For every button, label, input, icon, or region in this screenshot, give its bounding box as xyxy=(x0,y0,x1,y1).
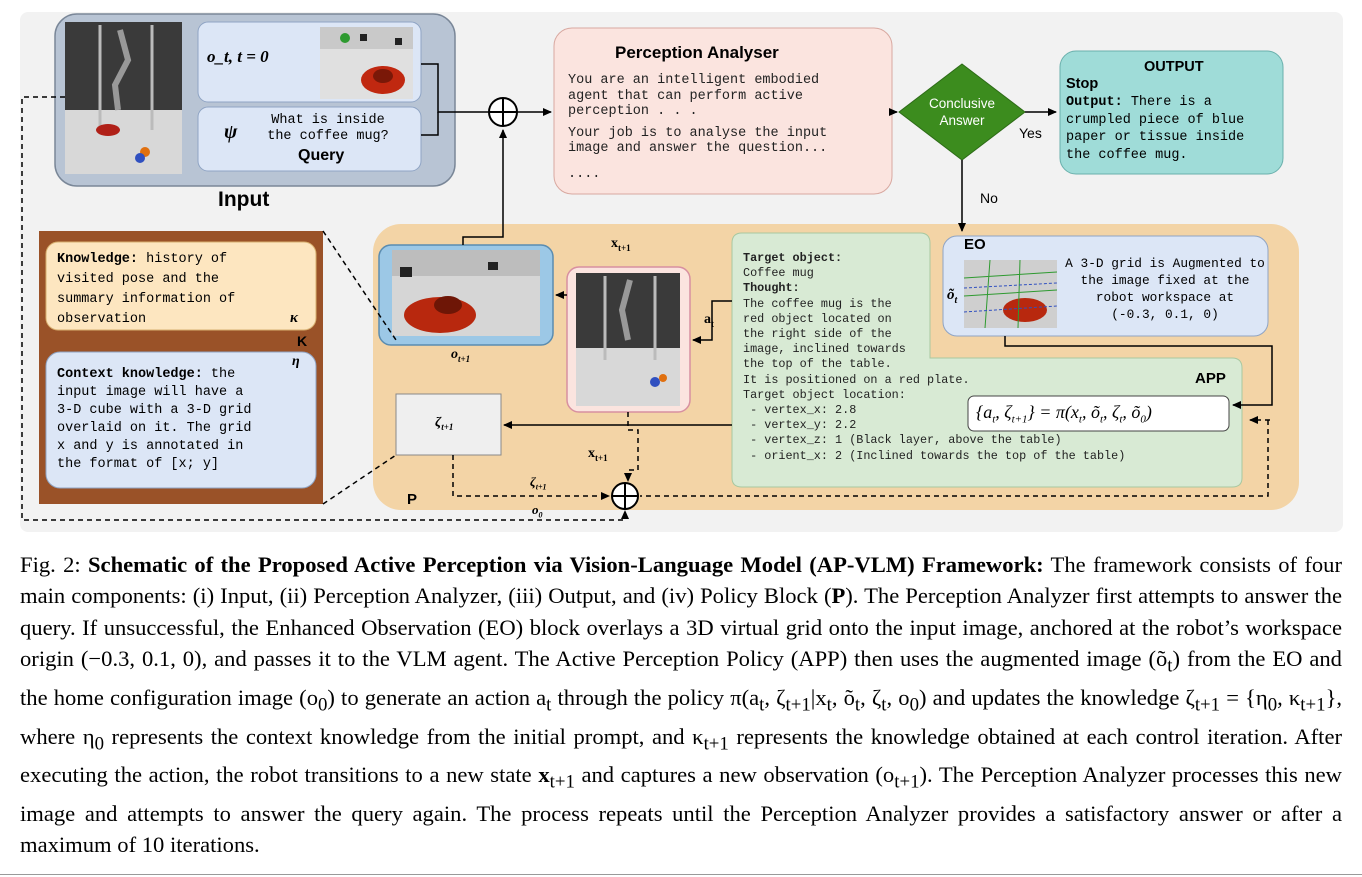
next-observation-symbol: ot+1 xyxy=(451,347,471,364)
query-text: What is inside the coffee mug? xyxy=(267,113,389,144)
no-label: No xyxy=(980,190,998,206)
perception-analyser-prompt: You are an intelligent embodied agent th… xyxy=(568,73,828,182)
app-reasoning: Target object: Coffee mug Thought: The c… xyxy=(743,251,1126,463)
yes-label: Yes xyxy=(1019,125,1042,141)
policy-equation: {at, ζt+1} = π(xt, õt, ζt, õ0) xyxy=(976,402,1152,426)
psi-symbol: ψ xyxy=(224,121,238,143)
perception-analyser-title: Perception Analyser xyxy=(615,43,779,62)
kappa-symbol: κ xyxy=(290,310,298,326)
zeta-box-symbol: ζt+1 xyxy=(435,415,454,432)
zeta-box xyxy=(395,393,502,456)
observation-image xyxy=(320,27,413,99)
knowledge-box xyxy=(45,241,317,331)
o-zero-symbol: o0 xyxy=(532,502,543,520)
eta-symbol: η xyxy=(292,354,300,369)
figure-caption: Fig. 2: Schematic of the Proposed Active… xyxy=(20,552,1343,858)
output-title: OUTPUT xyxy=(1144,59,1204,75)
action-symbol: at xyxy=(704,312,714,329)
policy-equation-box xyxy=(967,395,1230,432)
augmented-obs-symbol: õt xyxy=(947,287,958,306)
conclusive-answer-label: Conclusive Answer xyxy=(928,96,996,128)
output-stop-label: Stop xyxy=(1066,76,1099,92)
eo-description: A 3-D grid is Augmented to the image fix… xyxy=(1065,256,1265,322)
output-box xyxy=(1059,50,1284,175)
query-label: Query xyxy=(298,147,345,164)
policy-label: P xyxy=(407,491,418,508)
context-knowledge-box xyxy=(45,351,317,489)
observation-label: o_t, t = 0 xyxy=(207,47,269,66)
concat-node-bottom xyxy=(611,482,639,510)
bottom-rule xyxy=(0,874,1362,875)
zeta-arrow-symbol: ζt+1 xyxy=(530,474,547,492)
x-next-mid-symbol: xt+1 xyxy=(588,446,608,463)
eo-label: EO xyxy=(964,236,986,253)
diagram-dashed-arrows xyxy=(21,96,1270,521)
output-answer: Output: There is a crumpled piece of blu… xyxy=(1066,95,1245,163)
knowledge-text: Knowledge: history of visited pose and t… xyxy=(57,252,236,327)
query-box xyxy=(197,106,422,172)
context-knowledge-text: Context knowledge: the input image will … xyxy=(57,367,252,472)
diagram-arrows xyxy=(421,63,1273,429)
augmented-image xyxy=(963,259,1058,329)
robot-image-input xyxy=(65,22,182,174)
x-next-top-symbol: xt+1 xyxy=(611,236,631,253)
input-label: Input xyxy=(218,188,270,211)
figure-diagram xyxy=(21,13,1299,521)
next-observation-image xyxy=(392,250,540,336)
k-label: K xyxy=(297,333,308,349)
robot-state-image xyxy=(576,273,680,406)
concat-node-top xyxy=(488,97,518,127)
app-label: APP xyxy=(1195,370,1226,387)
